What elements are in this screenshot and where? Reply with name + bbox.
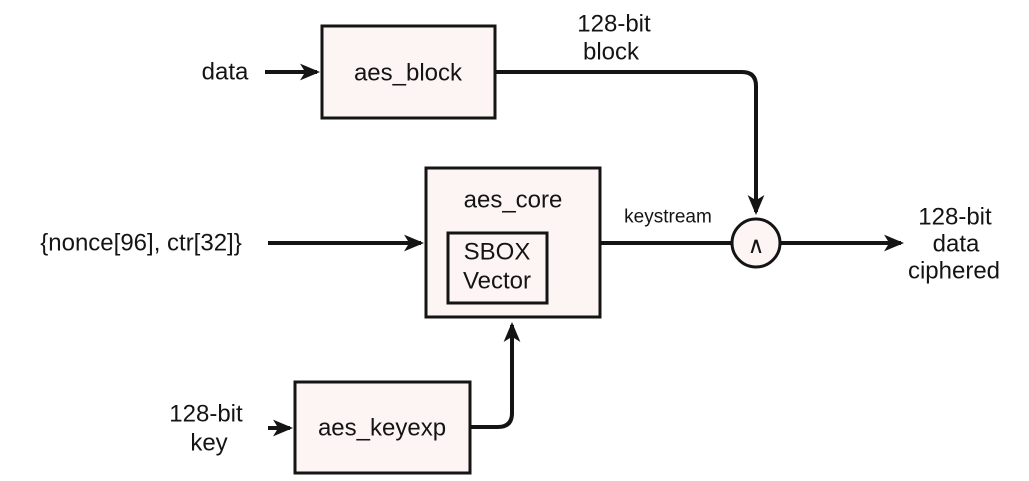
block-bus-label-line2: block bbox=[583, 39, 640, 66]
sbox-vector-box bbox=[446, 231, 549, 305]
nonce-ctr-input-label: {nonce[96], ctr[32]} bbox=[40, 230, 241, 257]
xor-symbol: ∧ bbox=[748, 232, 765, 258]
keyexp-to-core-wire bbox=[470, 322, 521, 429]
key-input-label-line2: key bbox=[190, 430, 227, 457]
block-bus-label-line1: 128-bit bbox=[577, 11, 651, 38]
node-aes-core: aes_core SBOX Vector bbox=[424, 166, 602, 319]
data-input-label: data bbox=[202, 59, 249, 86]
aes-keyexp-label: aes_keyexp bbox=[318, 415, 446, 442]
ciphertext-output-label-line3: ciphered bbox=[908, 258, 1000, 285]
aes-core-label: aes_core bbox=[464, 187, 563, 214]
aes-block-box bbox=[320, 24, 497, 120]
node-aes-keyexp: aes_keyexp bbox=[293, 380, 472, 475]
keystream-label: keystream bbox=[624, 207, 712, 228]
block-bus-wire bbox=[495, 70, 765, 215]
ciphertext-output-label-line2: data bbox=[933, 231, 980, 258]
node-xor: ∧ bbox=[730, 217, 782, 269]
node-aes-block: aes_block bbox=[320, 24, 497, 120]
key-input-label-line1: 128-bit bbox=[169, 401, 243, 428]
xor-circle bbox=[730, 217, 782, 269]
aes-keyexp-box bbox=[293, 380, 472, 475]
aes-block-label: aes_block bbox=[354, 60, 463, 87]
sbox-label-line2: Vector bbox=[463, 268, 531, 295]
ciphertext-output-label-line1: 128-bit bbox=[918, 204, 992, 231]
sbox-label-line1: SBOX bbox=[464, 239, 531, 266]
